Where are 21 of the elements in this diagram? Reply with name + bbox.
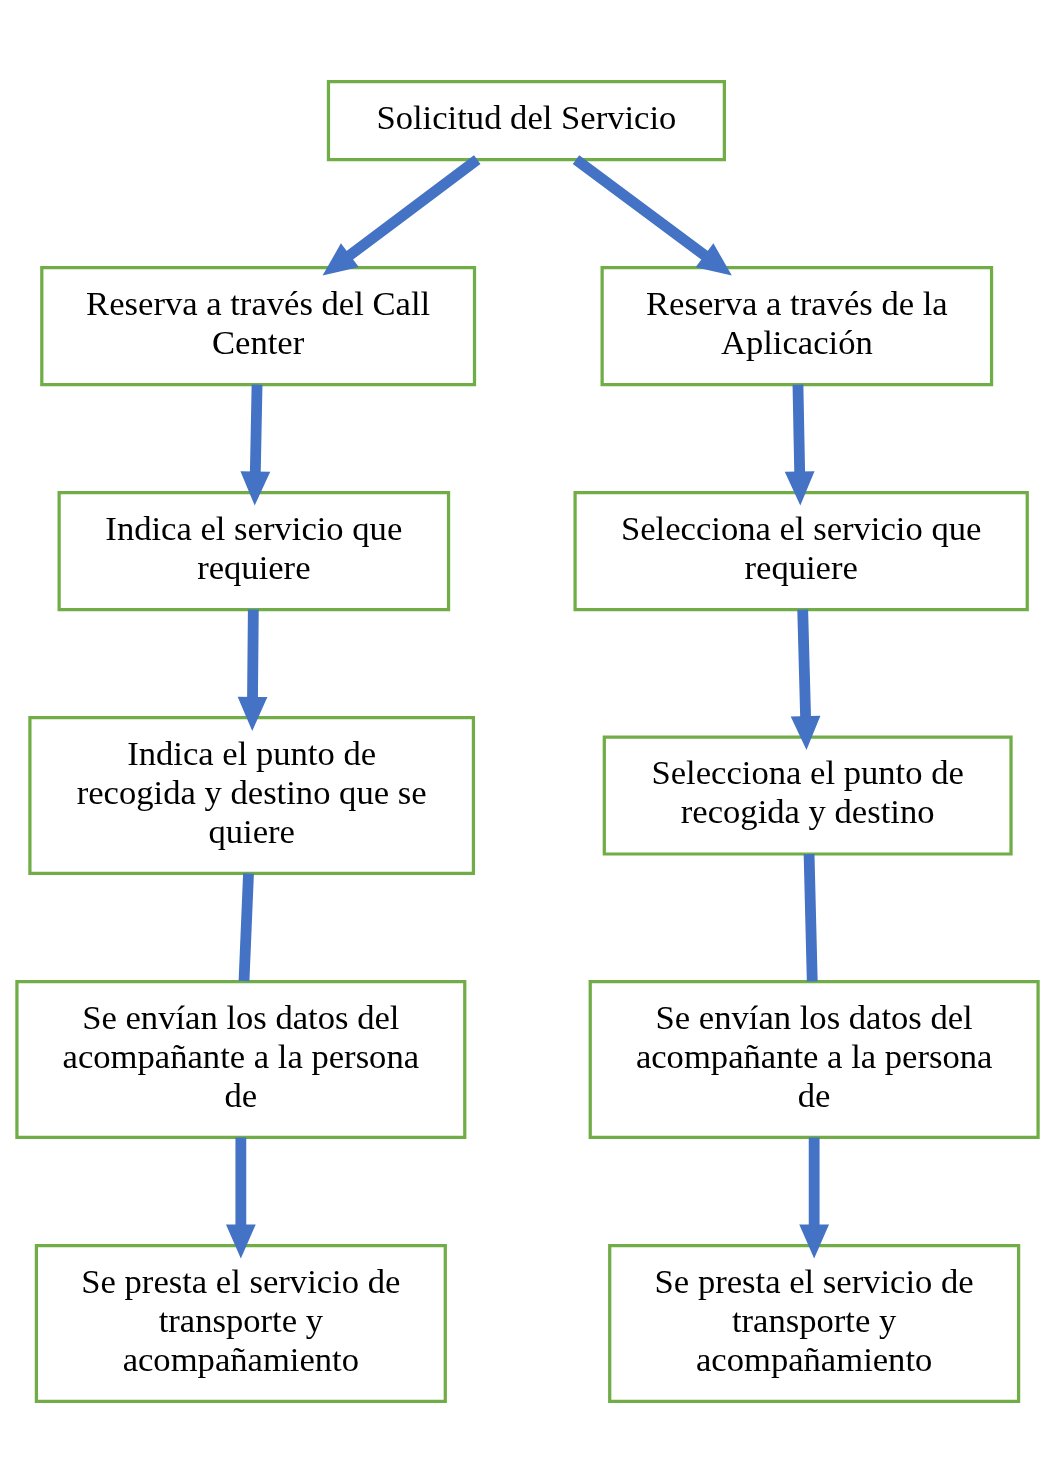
node-box: Se envían los datos del acompañante a la persona de (15, 980, 467, 1140)
arrow (799, 1137, 830, 1259)
node-box: Reserva a través de la Aplicación (600, 266, 994, 387)
arrow (322, 155, 481, 276)
node-box: Indica el servicio que requiere (57, 491, 451, 612)
node-box: Selecciona el servicio que requiere (573, 491, 1029, 612)
connector (238, 873, 254, 982)
node-box: Se presta el servicio de transporte y acompañamiento (608, 1243, 1021, 1403)
node-box: Se presta el servicio de transporte y acompañamiento (34, 1243, 447, 1403)
node-box: Indica el punto de recogida y destino que se quiere (28, 716, 476, 876)
arrow (237, 609, 268, 731)
arrow (572, 155, 732, 276)
arrow (240, 384, 271, 506)
node-box: Reserva a través del Call Center (40, 266, 477, 387)
node-box: Selecciona el punto de recogida y destino (602, 735, 1013, 856)
connector (803, 853, 818, 982)
node-box: Solicitud del Servicio (326, 80, 726, 162)
arrow (225, 1137, 256, 1259)
node-box: Se envían los datos del acompañante a la persona de (588, 980, 1040, 1140)
arrow (790, 609, 821, 751)
arrow (784, 384, 815, 506)
